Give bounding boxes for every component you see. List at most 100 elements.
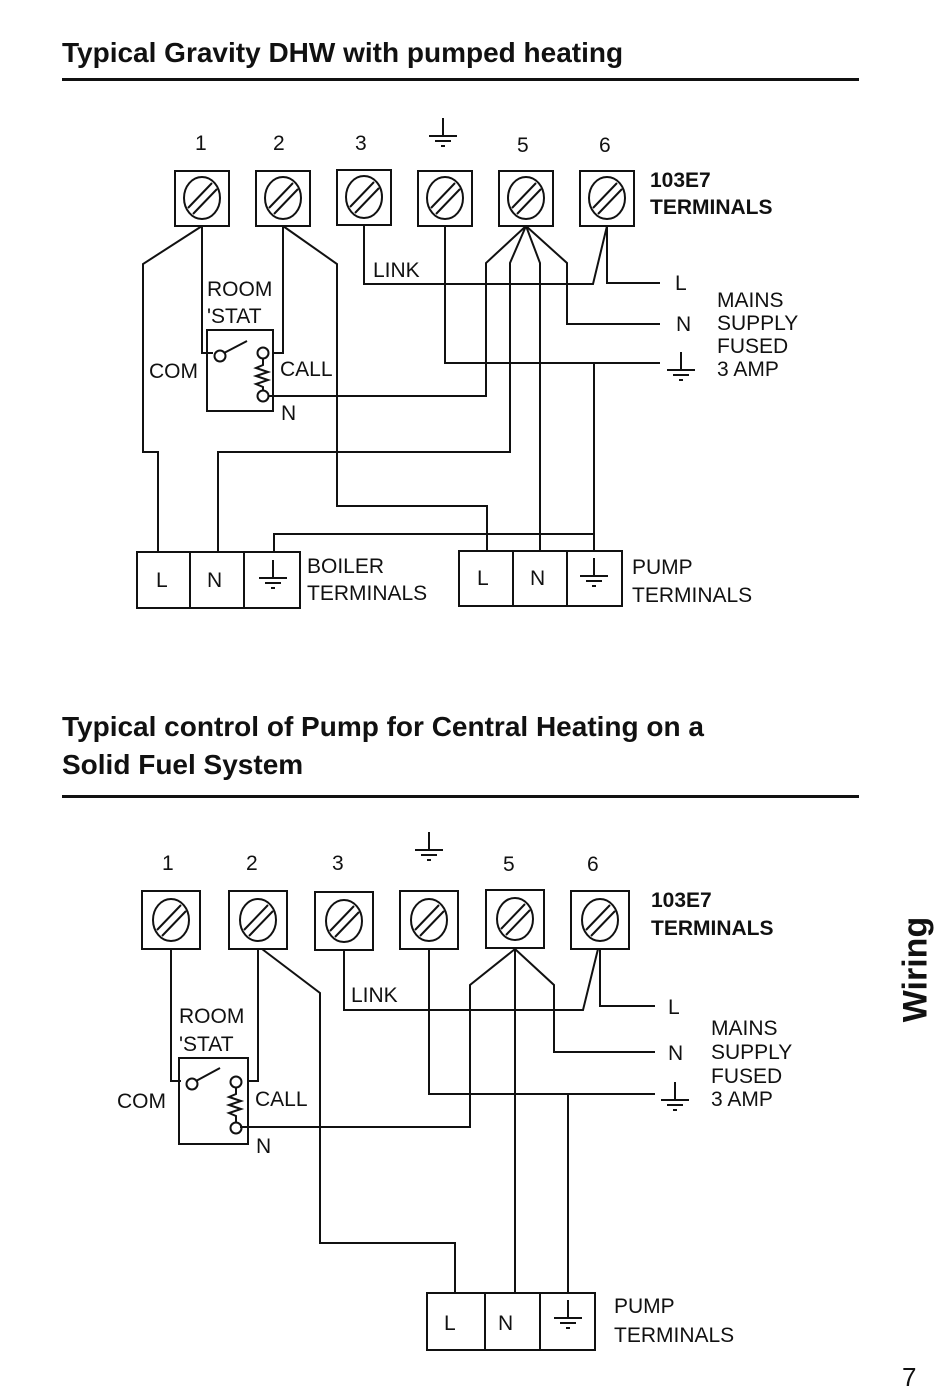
mains-label-line4: 3 AMP (717, 358, 779, 381)
wire-mains-n (514, 948, 655, 1053)
call-label: CALL (280, 358, 333, 381)
diagram1-title: Typical Gravity DHW with pumped heating (62, 37, 624, 68)
wire-t1-stat-com (170, 949, 181, 1082)
terminal-number-6: 6 (587, 853, 599, 876)
boiler-l-label: L (156, 569, 168, 592)
wire-t5-stat-n (268, 225, 527, 397)
mains-label-line2: SUPPLY (711, 1041, 792, 1064)
pump-l-label: L (444, 1312, 456, 1335)
pump-terminals-label-line1: PUMP (632, 556, 693, 579)
terminal-number-2: 2 (246, 852, 258, 875)
room-stat-label-line2: 'STAT (179, 1033, 234, 1056)
screw-terminal-2 (264, 176, 302, 220)
stat-n-label: N (256, 1135, 271, 1158)
mains-earth-icon (660, 1081, 690, 1111)
terminal-number-6: 6 (599, 134, 611, 157)
diagram2-title-line1: Typical control of Pump for Central Heat… (62, 711, 704, 742)
screw-terminal-5 (496, 897, 534, 941)
mains-label-line2: SUPPLY (717, 312, 798, 335)
terminal-block-label-line1: 103E7 (650, 169, 711, 192)
wire-mains-l (599, 949, 655, 1007)
mains-label-line1: MAINS (717, 289, 784, 312)
boiler-terminals (136, 551, 301, 609)
screw-terminal-earth (410, 898, 448, 942)
com-label: COM (117, 1090, 166, 1113)
wire-t5-pump-n (525, 225, 541, 551)
terminal-block-label-line1: 103E7 (651, 889, 712, 912)
stat-n-contact (256, 389, 270, 403)
stat-com-contact (185, 1077, 199, 1091)
terminal-number-1: 1 (195, 132, 207, 155)
pump-terminals-label-line2: TERMINALS (614, 1324, 734, 1347)
room-stat (206, 329, 274, 412)
pump-terminals (426, 1292, 596, 1351)
mains-label-line1: MAINS (711, 1017, 778, 1040)
pump-n-label: N (498, 1312, 513, 1335)
room-stat (178, 1057, 249, 1145)
stat-switch-arm (223, 340, 248, 354)
screw-terminal-6 (581, 898, 619, 942)
screw-terminal-1 (152, 898, 190, 942)
wire-t1-stat-com (201, 226, 213, 354)
terminal-number-2: 2 (273, 132, 285, 155)
terminal-earth-icon (414, 831, 444, 861)
terminal-block-label-line2: TERMINALS (650, 196, 773, 219)
screw-terminal-3 (345, 175, 383, 219)
mains-n-label: N (676, 313, 691, 336)
stat-call-contact (256, 346, 270, 360)
terminal-number-5: 5 (503, 853, 515, 876)
pump-terminals (458, 550, 623, 607)
mains-l-label: L (675, 272, 687, 295)
screw-terminal-earth (426, 176, 464, 220)
boiler-earth-icon (258, 559, 288, 589)
wire-mains-n (525, 225, 660, 325)
wire-t2-pump-l (282, 225, 488, 551)
wire-mains-earth (444, 226, 660, 364)
page-number: 7 (902, 1362, 917, 1392)
com-label: COM (149, 360, 198, 383)
wire-t5-boiler-n (217, 225, 527, 552)
diagram2-title-line2: Solid Fuel System (62, 749, 304, 780)
diagram2: 1 2 3 5 6 103E7 TERMINALS (117, 831, 792, 1351)
room-stat-label-line1: ROOM (179, 1005, 244, 1028)
wire-mains-l (606, 226, 660, 284)
wire-t2-pump-l (261, 948, 456, 1292)
diagram1: 1 2 3 5 6 103E7 TERMINALS (136, 117, 798, 609)
link-label: LINK (351, 984, 398, 1007)
diagram2-title-rule (62, 795, 859, 798)
pump-l-label: L (477, 567, 489, 590)
wire-mains-earth (428, 949, 655, 1095)
terminal-number-3: 3 (332, 852, 344, 875)
terminal-number-1: 1 (162, 852, 174, 875)
stat-call-contact (229, 1075, 243, 1089)
screw-terminal-5 (507, 176, 545, 220)
room-stat-label-line2: 'STAT (207, 305, 262, 328)
wire-t1-boiler-l (142, 225, 203, 552)
mains-earth-icon (666, 351, 696, 381)
stat-n-contact (229, 1121, 243, 1135)
stat-heater-resistor (252, 358, 272, 391)
wire-link (363, 225, 608, 285)
pump-earth-icon (553, 1299, 583, 1329)
call-label: CALL (255, 1088, 308, 1111)
diagram1-title-rule (62, 78, 859, 81)
screw-terminal-3 (325, 899, 363, 943)
pump-earth-icon (579, 557, 609, 587)
pump-n-label: N (530, 567, 545, 590)
wire-t2-stat-call (274, 226, 284, 354)
pump-terminals-label-line1: PUMP (614, 1295, 675, 1318)
mains-label-line3: FUSED (717, 335, 788, 358)
boiler-n-label: N (207, 569, 222, 592)
stat-switch-arm (195, 1067, 221, 1082)
stat-n-label: N (281, 402, 296, 425)
mains-n-label: N (668, 1042, 683, 1065)
terminal-block-label-line2: TERMINALS (651, 917, 774, 940)
boiler-terminals-label-line1: BOILER (307, 555, 384, 578)
terminal-block-103e7 (141, 889, 630, 951)
stat-heater-resistor (225, 1087, 245, 1122)
link-label: LINK (373, 259, 420, 282)
wire-earth-bus (273, 363, 595, 552)
mains-l-label: L (668, 996, 680, 1019)
terminal-number-5: 5 (517, 134, 529, 157)
